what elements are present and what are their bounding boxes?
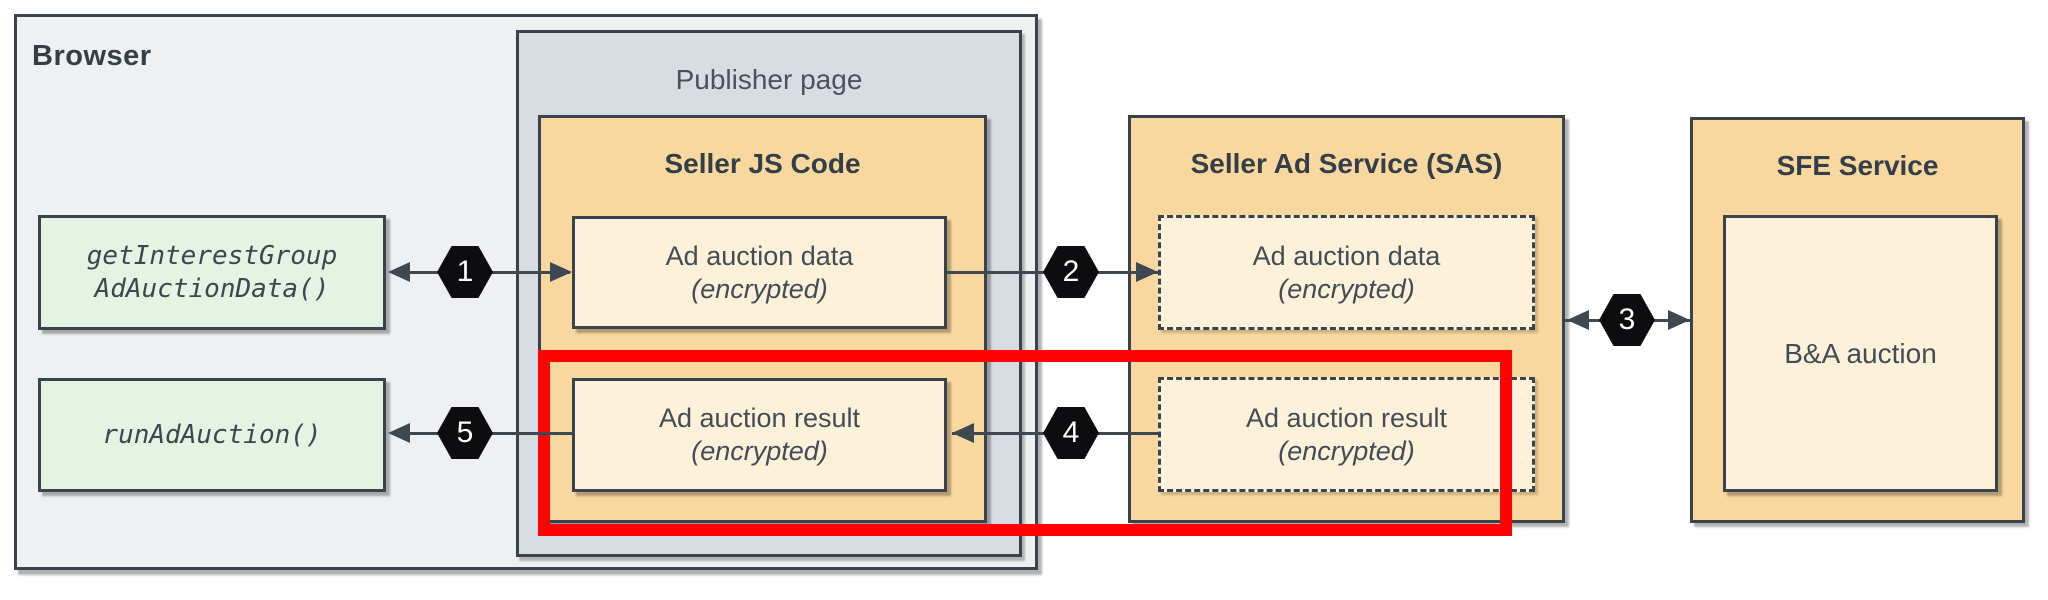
sas-ad-auction-result-line1: Ad auction result: [1245, 402, 1448, 433]
seller-ad-service-title: Seller Ad Service (SAS): [1190, 148, 1503, 179]
arrow-3-right-arrowhead: [1668, 310, 1690, 330]
js-ad-auction-data-line2: (encrypted): [691, 273, 828, 304]
ba-auction-box: B&A auction: [1723, 215, 1998, 492]
js-ad-auction-data-line1: Ad auction data: [665, 240, 854, 271]
js-ad-auction-result-line1: Ad auction result: [658, 403, 861, 433]
sas-ad-auction-data-line2: (encrypted): [1278, 273, 1415, 304]
get-interest-group-ad-auction-data-box: getInterestGroup AdAuctionData(): [38, 215, 386, 330]
api-1-line1: getInterestGroup: [86, 240, 338, 271]
step-badge-3: 3: [1599, 294, 1655, 346]
sfe-service-title: SFE Service: [1776, 150, 1939, 181]
arrow-1-left-arrowhead: [388, 262, 410, 282]
js-ad-auction-result-line2: (encrypted): [691, 436, 828, 466]
highlight-red-rectangle: [538, 350, 1512, 536]
js-ad-auction-result-box: Ad auction result (encrypted): [572, 378, 947, 492]
step-badge-2: 2: [1043, 246, 1099, 298]
publisher-page-label: Publisher page: [675, 64, 863, 95]
seller-js-code-title: Seller JS Code: [664, 148, 861, 179]
sas-ad-auction-data-line1: Ad auction data: [1252, 240, 1441, 271]
sas-ad-auction-result-line2: (encrypted): [1278, 435, 1415, 466]
arrow-1-right-arrowhead: [550, 262, 572, 282]
js-ad-auction-data-box: Ad auction data (encrypted): [572, 216, 947, 329]
api-1-line2: AdAuctionData(): [94, 273, 330, 304]
arrow-5-left-arrowhead: [388, 423, 410, 443]
browser-label: Browser: [32, 40, 152, 72]
sas-ad-auction-result-box: Ad auction result (encrypted): [1158, 377, 1535, 492]
api-2-line1: runAdAuction(): [102, 419, 322, 450]
arrow-3-left-arrowhead: [1567, 310, 1589, 330]
sas-ad-auction-data-box: Ad auction data (encrypted): [1158, 215, 1535, 330]
arrow-2-right-arrowhead: [1136, 262, 1158, 282]
ba-auction-label: B&A auction: [1784, 338, 1937, 369]
run-ad-auction-box: runAdAuction(): [38, 378, 386, 492]
arrow-4-left-arrowhead: [952, 423, 974, 443]
